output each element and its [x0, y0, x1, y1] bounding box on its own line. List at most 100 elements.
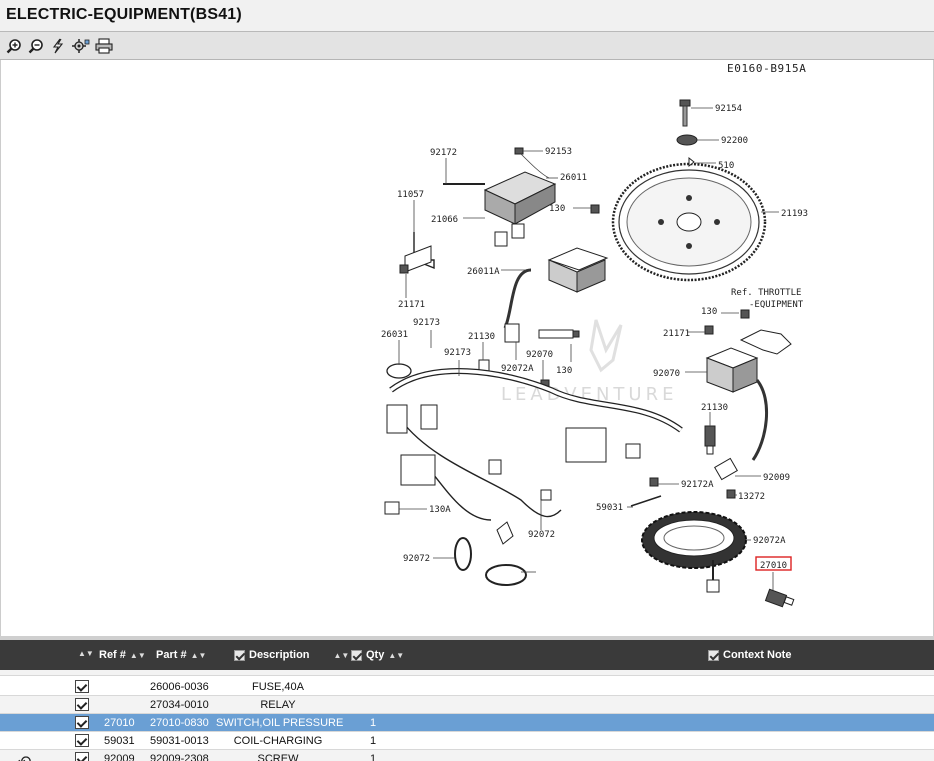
oil-pressure-switch-27010[interactable] [764, 572, 795, 608]
plate-11057[interactable] [404, 245, 432, 273]
qty-column-header[interactable]: Qty▲▼ [351, 649, 404, 661]
plug-cap-21130-right[interactable] [714, 457, 738, 481]
add-to-list-icon[interactable] [75, 734, 89, 747]
title-bar: ELECTRIC-EQUIPMENT(BS41) [0, 0, 934, 32]
zoom-in-button[interactable] [4, 36, 24, 56]
clamp-92072-bottom[interactable] [454, 537, 527, 586]
callout-label[interactable]: 130 [549, 204, 565, 214]
callout-label[interactable]: 92072A [753, 536, 786, 546]
ref-note-line2: -EQUIPMENT [749, 300, 804, 310]
callout-label[interactable]: 21171 [663, 329, 690, 339]
add-to-list-icon[interactable] [75, 680, 89, 693]
washer-92200[interactable] [676, 134, 698, 146]
callout-label[interactable]: 26031 [381, 330, 408, 340]
table-row[interactable]: 27034-0010 RELAY [0, 696, 934, 714]
stator-59031[interactable] [641, 511, 747, 593]
ignition-coil-21171-top[interactable] [547, 247, 609, 293]
bolt-92153[interactable] [514, 147, 524, 155]
callout-label[interactable]: 92173 [444, 348, 471, 358]
description-cell: FUSE,40A [252, 681, 304, 693]
callout-label[interactable]: 21171 [398, 300, 425, 310]
wiring-harness-26031[interactable] [386, 368, 683, 521]
clamp-92173-left[interactable] [386, 363, 412, 379]
callout-label[interactable]: 13272 [738, 492, 765, 502]
settings-button[interactable] [71, 36, 91, 56]
lightning-button[interactable] [48, 36, 68, 56]
callout-label[interactable]: 92153 [545, 147, 572, 157]
callout-label[interactable]: 21193 [781, 209, 808, 219]
callout-label[interactable]: 26011 [560, 173, 587, 183]
callout-label[interactable]: 130A [429, 505, 451, 515]
bolt-13272[interactable] [630, 495, 662, 507]
qty-cell: 1 [370, 735, 377, 747]
callout-label[interactable]: 92072 [528, 530, 555, 540]
bolt-130-left[interactable] [399, 264, 409, 274]
clamp-92072A-bottom[interactable] [384, 501, 400, 515]
callout-label[interactable]: 92172 [430, 148, 457, 158]
callout-label[interactable]: 21130 [701, 403, 728, 413]
select-column-header[interactable]: ▲▼ [78, 649, 94, 658]
add-to-list-icon[interactable] [75, 752, 89, 761]
ref-cell: 59031 [104, 735, 135, 747]
callout-label[interactable]: 59031 [596, 503, 623, 513]
description-column-checkbox[interactable] [234, 649, 245, 661]
zoom-out-button[interactable] [26, 36, 46, 56]
part-column-header[interactable]: Part #▲▼ [156, 649, 206, 661]
callout-label[interactable]: 130 [556, 366, 572, 376]
callout-label[interactable]: 11057 [397, 190, 424, 200]
callout-label[interactable]: 92070 [653, 369, 680, 379]
page-title: ELECTRIC-EQUIPMENT(BS41) [6, 6, 242, 23]
print-button[interactable] [94, 36, 114, 56]
callout-label[interactable]: 92173 [413, 318, 440, 328]
throttle-bracket[interactable] [739, 329, 792, 355]
table-row[interactable]: ↶ 92009 92009-2308 SCREW 1 [0, 750, 934, 761]
table-row-selected[interactable]: 27010 27010-0830 SWITCH,OIL PRESSURE 1 [0, 714, 934, 732]
plug-cap-21130[interactable] [504, 323, 520, 343]
ignition-coil-21171-right[interactable] [705, 347, 759, 393]
bolt-130-right[interactable] [704, 325, 714, 335]
sort-arrows-icon: ▲▼ [388, 650, 405, 660]
bolt-92154[interactable] [679, 99, 691, 127]
callout-label[interactable]: 92200 [721, 136, 748, 146]
bolt-130-right-top[interactable] [740, 309, 750, 319]
context-note-column-checkbox[interactable] [708, 649, 719, 661]
key-510[interactable] [688, 156, 695, 168]
spark-plug-92070-right[interactable] [704, 425, 716, 455]
parts-diagram[interactable]: E0160-B915A LEADVENTURE [0, 60, 934, 636]
bolt-130-top[interactable] [590, 204, 600, 214]
callout-label[interactable]: 21130 [468, 332, 495, 342]
callout-27010[interactable]: 27010 [760, 561, 787, 571]
pane-splitter[interactable] [0, 636, 934, 640]
callout-label[interactable]: 130 [701, 307, 717, 317]
callout-label[interactable]: 510 [718, 161, 734, 171]
spark-plug-92070-top[interactable] [538, 329, 580, 339]
callout-label[interactable]: 92072A [501, 364, 534, 374]
callout-label[interactable]: 92009 [763, 473, 790, 483]
add-to-list-icon[interactable] [75, 698, 89, 711]
ref-column-header[interactable]: Ref #▲▼ [99, 649, 146, 661]
callout-label[interactable]: 92072 [403, 554, 430, 564]
callout-label[interactable]: 21066 [431, 215, 458, 225]
flywheel[interactable] [611, 162, 767, 282]
connector-bottom[interactable] [496, 521, 514, 545]
table-row-partial [0, 670, 934, 676]
callout-label[interactable]: 92172A [681, 480, 714, 490]
context-note-column-header[interactable]: Context Note [708, 649, 791, 661]
callout-label[interactable]: 92154 [715, 104, 742, 114]
back-arrow-icon[interactable]: ↶ [18, 752, 31, 761]
table-row[interactable]: 59031 59031-0013 COIL-CHARGING 1 [0, 732, 934, 750]
add-to-list-icon[interactable] [75, 716, 89, 729]
diagram-code: E0160-B915A [727, 62, 807, 75]
clamp-92172A[interactable] [726, 489, 736, 499]
bolt-92009[interactable] [649, 477, 659, 487]
qty-column-checkbox[interactable] [351, 649, 362, 661]
table-row[interactable]: 26006-0036 FUSE,40A [0, 678, 934, 696]
description-column-header[interactable]: Description▲▼ [234, 649, 349, 661]
leader-lines [398, 107, 779, 573]
callout-label[interactable]: 92070 [526, 350, 553, 360]
bracket-11057[interactable] [413, 232, 435, 270]
regulator-21066[interactable] [483, 171, 557, 247]
callout-label[interactable]: 26011A [467, 267, 500, 277]
part-cell: 26006-0036 [150, 681, 209, 693]
